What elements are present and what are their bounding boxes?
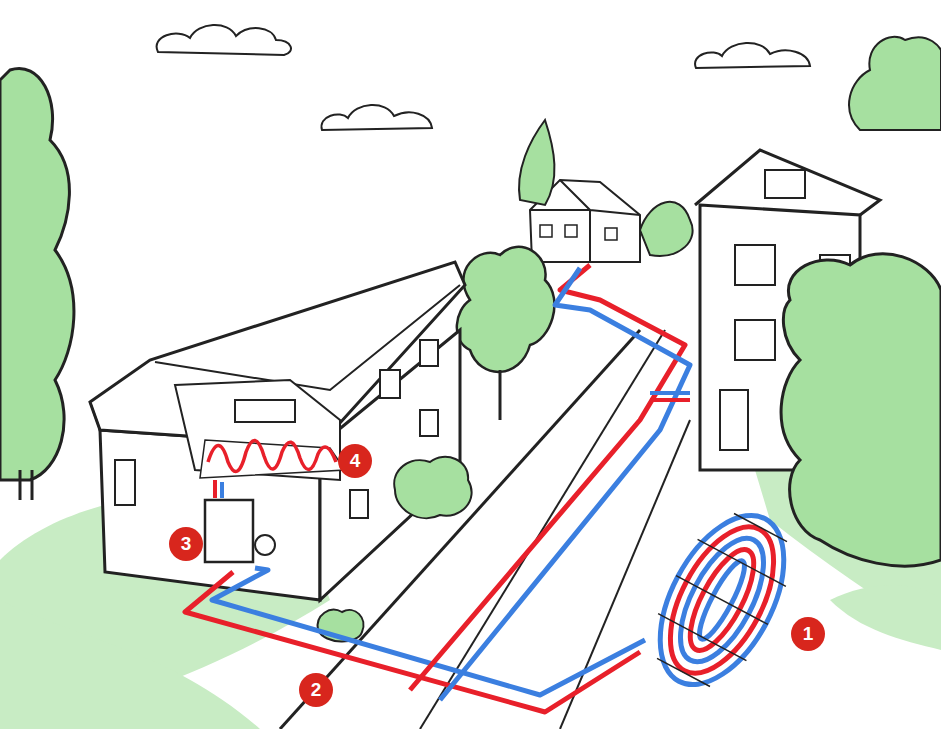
tree-crown — [457, 247, 555, 372]
heat-pump — [205, 500, 253, 562]
bush — [640, 202, 693, 256]
window — [380, 370, 400, 398]
balcony — [90, 402, 100, 430]
window — [605, 228, 617, 240]
collector-rails — [638, 503, 807, 697]
right-building-roof — [695, 150, 880, 215]
window — [735, 245, 775, 285]
cloud — [695, 43, 810, 68]
return-pipe — [650, 391, 690, 395]
cloud — [157, 25, 291, 55]
tree-crown — [519, 120, 554, 205]
door — [720, 390, 748, 450]
window — [735, 320, 775, 360]
callout-number: 2 — [299, 673, 333, 707]
callout-number: 4 — [338, 444, 372, 478]
return-pipe — [220, 482, 224, 498]
ground-collector — [633, 494, 811, 705]
callout-number: 3 — [169, 527, 203, 561]
tree-crown — [781, 254, 941, 566]
tree-crown — [849, 37, 941, 130]
road-edge — [560, 420, 690, 729]
tree-trunk — [20, 470, 32, 500]
bathtub — [235, 400, 295, 422]
return-pipe — [212, 568, 645, 695]
window — [420, 340, 438, 366]
tree-trunk — [499, 370, 502, 420]
heated-floor — [200, 440, 345, 478]
supply-pipe — [410, 265, 685, 690]
roof-window — [765, 170, 805, 198]
house-roof — [90, 262, 465, 445]
callout-number: 1 — [791, 617, 825, 651]
lawn — [830, 585, 941, 650]
tree-crown — [0, 68, 74, 480]
window — [565, 225, 577, 237]
window — [420, 410, 438, 436]
supply-pipe — [213, 480, 217, 498]
bush — [394, 457, 471, 518]
supply-pipe — [185, 572, 640, 712]
storage-tank — [255, 535, 275, 555]
lawn — [0, 600, 260, 729]
collector-loop — [635, 495, 810, 704]
window — [350, 490, 368, 518]
roof-edge — [155, 285, 460, 390]
supply-pipe — [650, 398, 690, 402]
window — [115, 460, 135, 505]
cloud — [322, 105, 432, 130]
window — [540, 225, 552, 237]
return-pipe — [440, 268, 690, 700]
floor-heating — [208, 440, 336, 471]
